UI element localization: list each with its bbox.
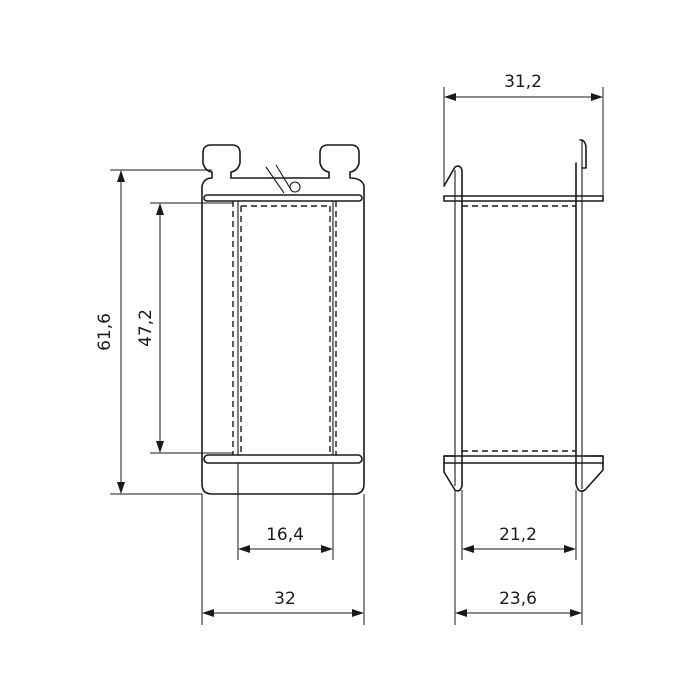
top-rail (203, 194, 363, 202)
dimension-61-6: 61,6 (95, 169, 212, 495)
side-right-plate (575, 139, 604, 492)
front-view-outline (201, 144, 365, 495)
dimension-47-2-label: 47,2 (136, 309, 156, 347)
dimension-32-label: 32 (274, 589, 296, 609)
dimension-23-6-label: 23,6 (499, 589, 537, 609)
dimension-23-6: 23,6 (454, 490, 583, 625)
dimension-16-4-label: 16,4 (266, 525, 304, 545)
side-left-plate (443, 165, 463, 492)
inner-frame (237, 201, 334, 494)
dimension-61-6-label: 61,6 (95, 313, 115, 351)
side-dashed-lines (462, 205, 576, 452)
front-view (201, 144, 365, 495)
side-bottom-bar (443, 455, 604, 464)
dimension-21-2-label: 21,2 (499, 525, 537, 545)
dimension-47-2: 47,2 (136, 202, 233, 454)
dimension-21-2: 21,2 (461, 490, 577, 560)
dimension-31-2-label: 31,2 (504, 72, 542, 92)
dimension-16-4: 16,4 (237, 494, 334, 560)
side-view (443, 139, 604, 492)
side-top-bar (443, 195, 604, 202)
dimension-31-2: 31,2 (443, 72, 604, 196)
bottom-rail (203, 454, 363, 464)
inner-opening-dashed (232, 201, 337, 455)
dimension-32: 32 (201, 494, 365, 625)
hinge-detail (265, 164, 291, 194)
hinge-pin (289, 181, 301, 193)
